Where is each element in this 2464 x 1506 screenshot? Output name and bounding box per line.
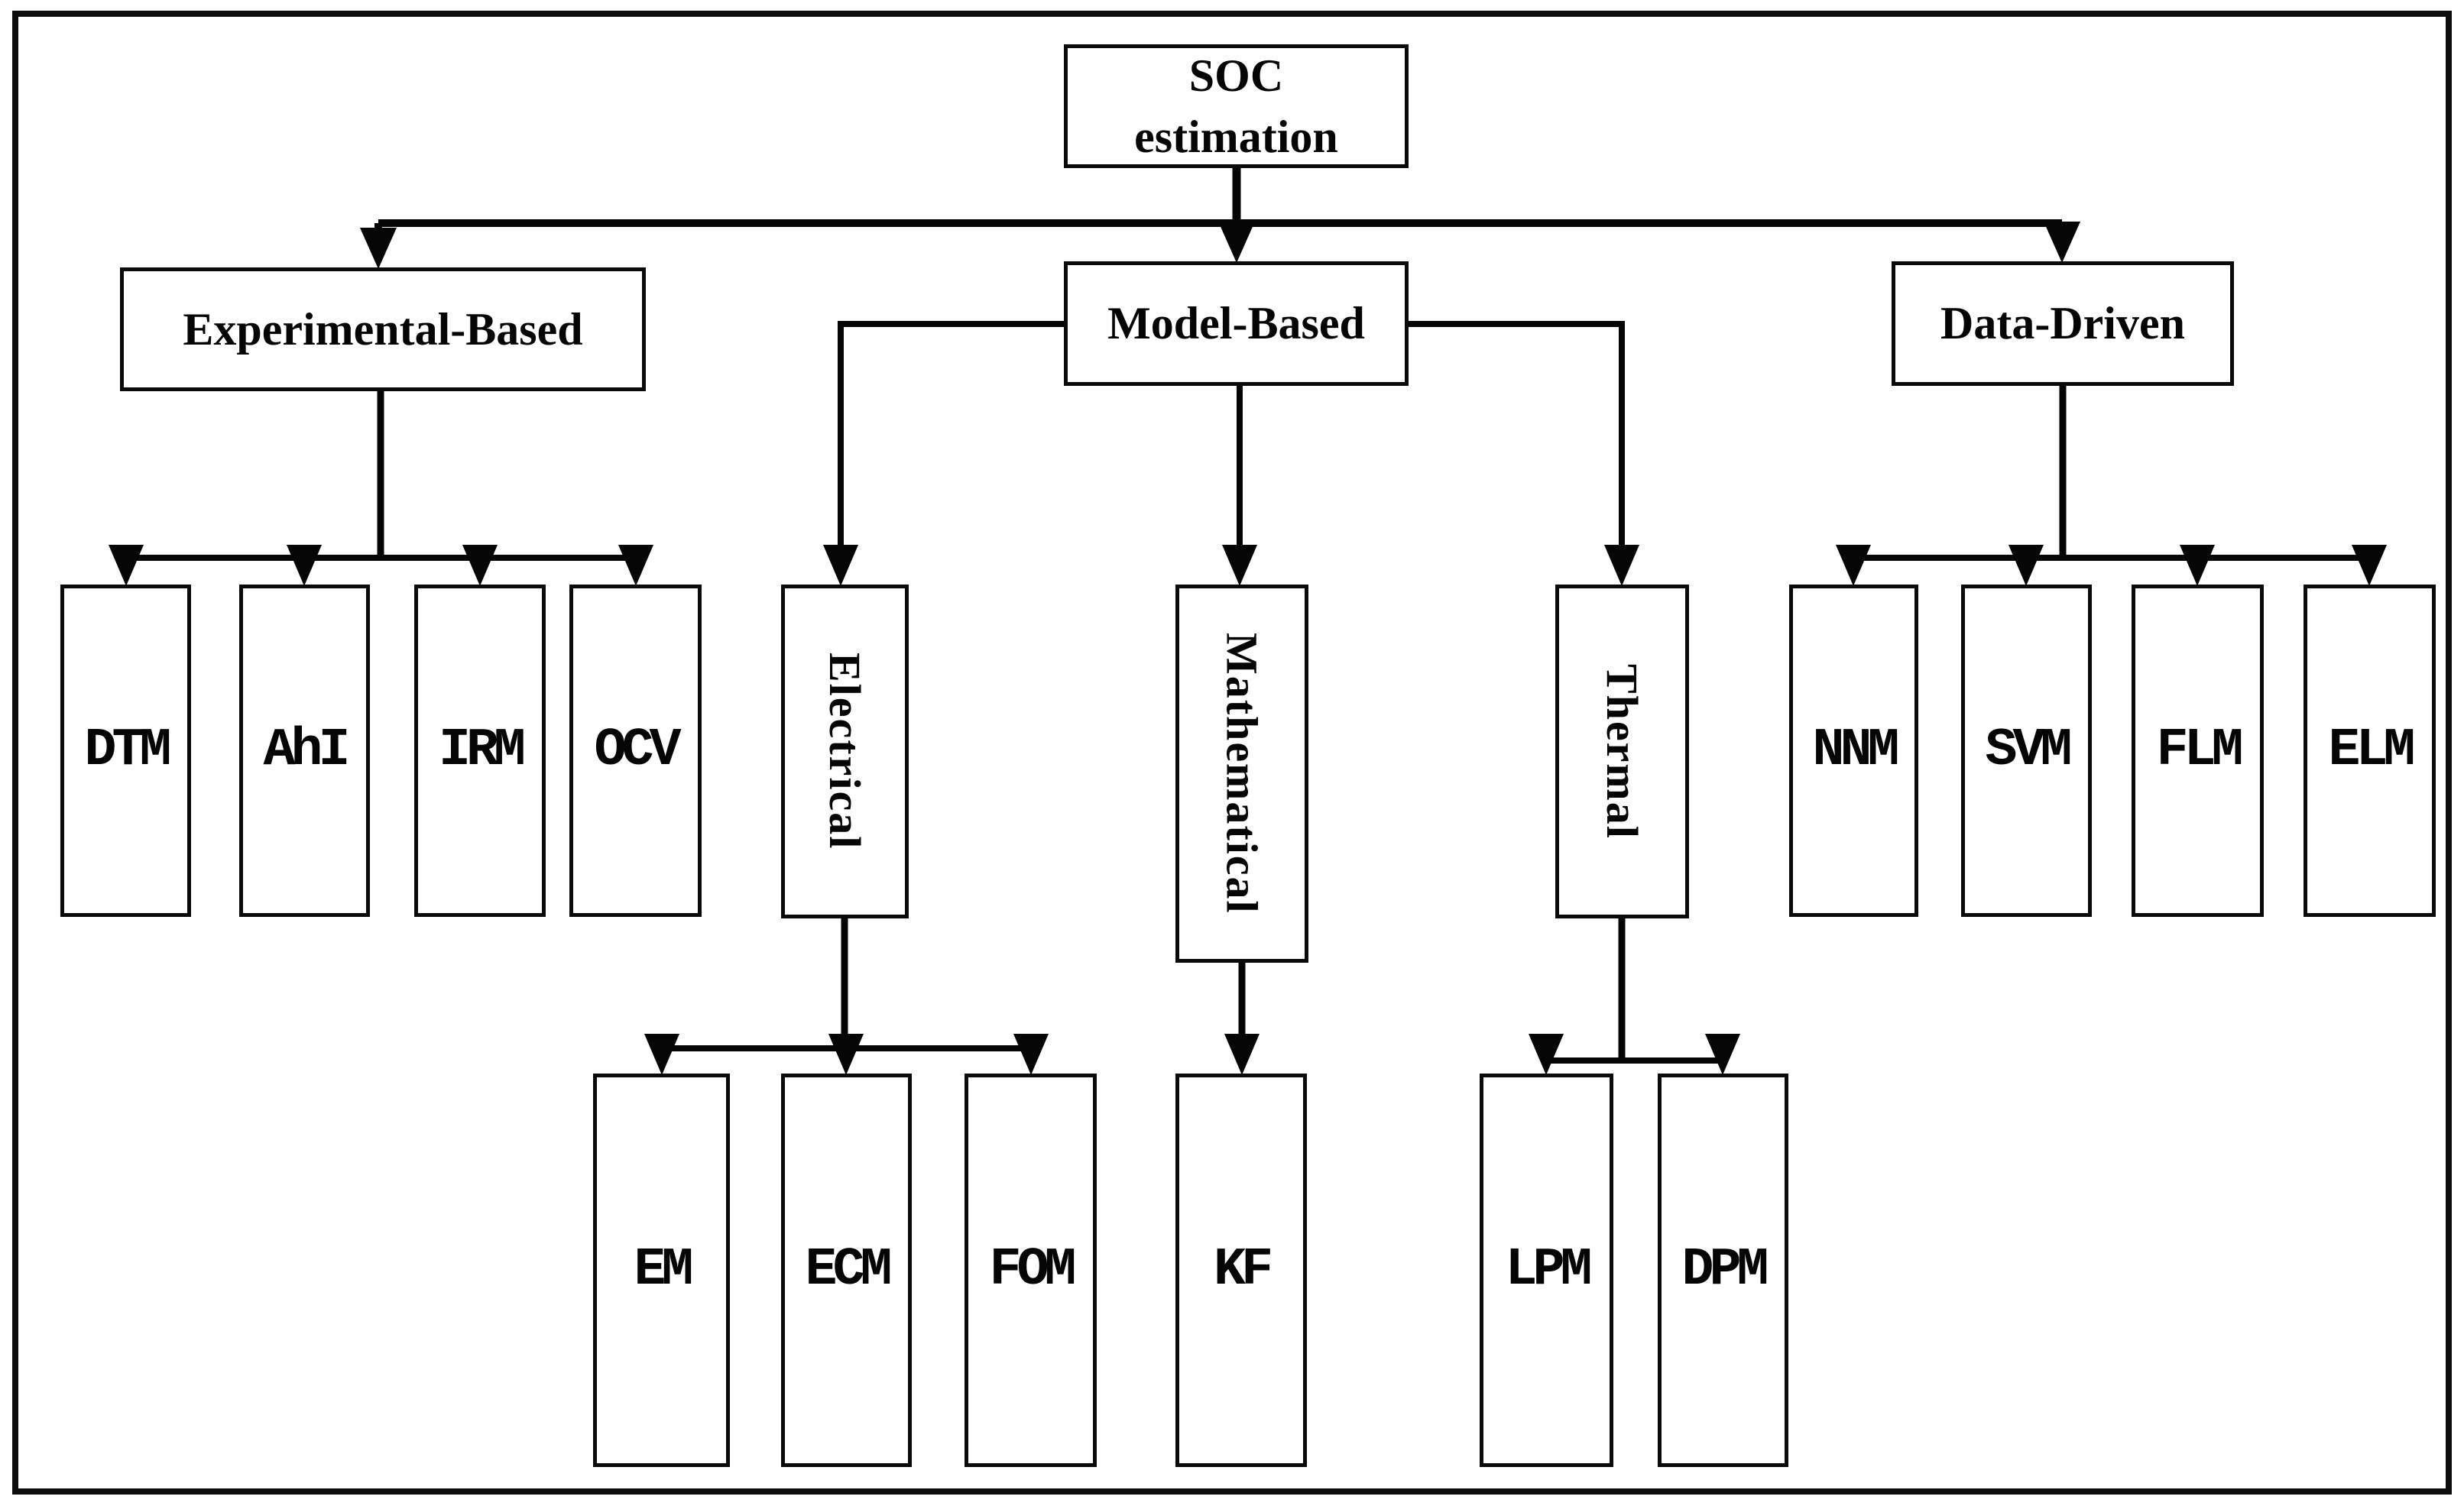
node-svm-label: SVM [1985,721,2072,781]
node-ahi-label: AhI [263,721,350,781]
node-data-driven-label: Data-Driven [1940,298,2185,348]
node-soc-estimation-label: SOC estimation [1134,50,1338,162]
node-mathematical: Mathematical [1175,585,1308,963]
node-experimental-based: Experimental-Based [120,267,646,391]
node-model-based: Model-Based [1064,261,1409,386]
node-fom: FOM [965,1074,1097,1467]
node-electrical-label: Electrical [820,653,870,850]
node-ocv: OCV [569,585,702,917]
node-experimental-based-label: Experimental-Based [183,303,583,355]
node-nnm: NNM [1789,585,1918,917]
node-dtm-label: DTM [84,721,171,781]
node-ahi: AhI [239,585,370,917]
node-em-label: EM [634,1240,693,1300]
node-irm: IRM [414,585,546,917]
node-electrical: Electrical [781,585,909,918]
node-dpm: DPM [1658,1074,1788,1467]
node-dpm-label: DPM [1681,1240,1769,1300]
node-flm-label: FLM [2156,721,2243,781]
node-elm-label: ELM [2328,721,2415,781]
node-ecm-label: ECM [805,1240,892,1300]
node-flm: FLM [2132,585,2264,917]
node-model-based-label: Model-Based [1107,298,1365,348]
node-elm: ELM [2304,585,2436,917]
node-data-driven: Data-Driven [1892,261,2234,386]
node-irm-label: IRM [438,721,526,781]
node-em: EM [593,1074,730,1467]
node-thermal-label: Thermal [1597,663,1647,840]
node-mathematical-label: Mathematical [1217,633,1267,915]
node-kf-label: KF [1213,1240,1273,1300]
node-thermal: Thermal [1555,585,1689,918]
node-lpm-label: LPM [1505,1240,1592,1300]
node-lpm: LPM [1480,1074,1613,1467]
node-ecm: ECM [781,1074,912,1467]
node-svm: SVM [1961,585,2092,917]
node-nnm-label: NNM [1812,721,1899,781]
node-soc-estimation: SOC estimation [1064,44,1409,168]
node-dtm: DTM [60,585,191,917]
node-ocv-label: OCV [594,721,681,781]
node-kf: KF [1175,1074,1307,1467]
node-fom-label: FOM [989,1240,1076,1300]
